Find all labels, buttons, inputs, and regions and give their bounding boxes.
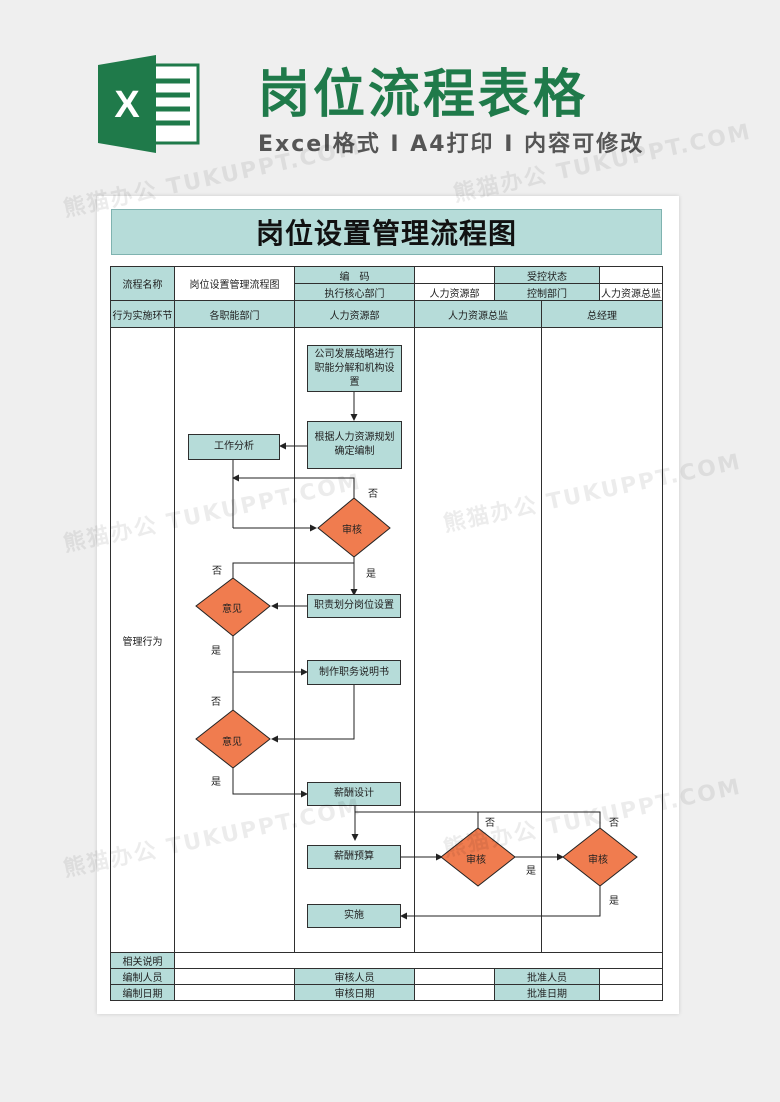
step-strategy-decomposition: 公司发展战略进行职能分解和机构设置: [307, 345, 402, 392]
yes-label-opinion-2: 是: [211, 777, 221, 788]
no-label-review-hr: 否: [368, 489, 378, 500]
yes-label-review-gm: 是: [609, 896, 619, 907]
document-title: 岗位设置管理流程图: [111, 209, 662, 255]
review-diamond-hr-label: 审核: [342, 525, 362, 536]
row-label-management: 管理行为: [110, 327, 175, 953]
step-job-description: 制作职务说明书: [307, 660, 401, 685]
logo-letter: X: [114, 84, 140, 126]
opinion-diamond-2: [195, 709, 271, 769]
yes-label-review-hr: 是: [366, 569, 376, 580]
column-hr-director: 人力资源总监: [414, 300, 542, 328]
step-salary-design: 薪酬设计: [307, 782, 401, 806]
step-salary-budget: 薪酬预算: [307, 845, 401, 869]
step-duty-division: 职责划分岗位设置: [307, 594, 401, 618]
opinion-diamond-2-label: 意见: [222, 737, 242, 748]
no-label-opinion-2: 否: [211, 697, 221, 708]
lane-functional-depts: [174, 327, 295, 953]
approve-date-value: [599, 984, 663, 1001]
review-diamond-director: [440, 827, 516, 887]
review-diamond-hr: [317, 497, 391, 558]
review-diamond-gm-label: 审核: [588, 855, 608, 866]
no-label-review-gm: 否: [609, 818, 619, 829]
yes-label-review-director: 是: [526, 866, 536, 877]
no-label-opinion-1: 否: [212, 566, 222, 577]
opinion-diamond-1-label: 意见: [222, 604, 242, 615]
yes-label-opinion-1: 是: [211, 646, 221, 657]
flow-name-label: 流程名称: [110, 266, 175, 301]
banner-title: 岗位流程表格: [258, 65, 589, 125]
column-functional-depts: 各职能部门: [174, 300, 295, 328]
review-diamond-gm: [562, 827, 638, 887]
banner: X 岗位流程表格 Excel格式 I A4打印 I 内容可修改: [0, 0, 780, 190]
step-implement: 实施: [307, 904, 401, 928]
review-diamond-director-label: 审核: [466, 855, 486, 866]
step-staffing-plan: 根据人力资源规划确定编制: [307, 421, 402, 469]
approve-date-label: 批准日期: [494, 984, 600, 1001]
banner-subtitle: Excel格式 I A4打印 I 内容可修改: [258, 132, 645, 157]
no-label-review-director: 否: [485, 818, 495, 829]
excel-icon: X: [98, 55, 200, 153]
column-general-manager: 总经理: [541, 300, 663, 328]
step-job-analysis: 工作分析: [188, 434, 280, 460]
opinion-diamond-1: [195, 577, 271, 637]
